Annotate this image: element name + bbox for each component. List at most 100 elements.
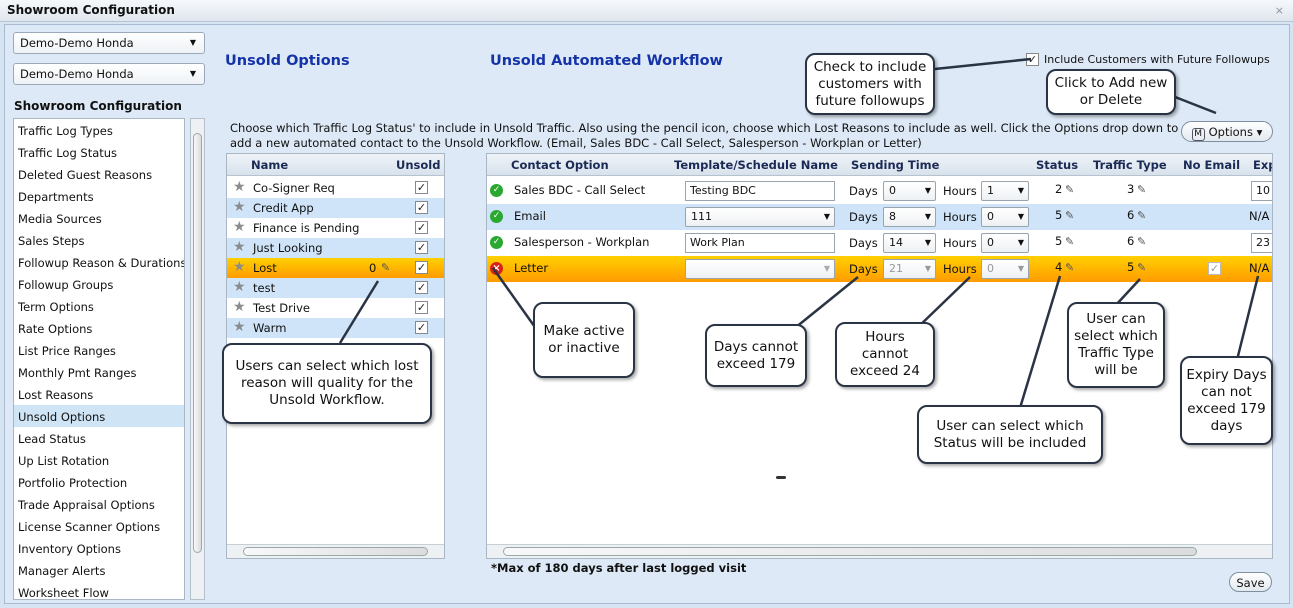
unsold-row[interactable]: ★Finance is Pending✓ <box>227 218 444 238</box>
days-select[interactable]: 0▼ <box>883 181 936 201</box>
sidebar-item[interactable]: Rate Options <box>18 322 93 336</box>
days-select[interactable]: 14▼ <box>883 233 936 253</box>
col-traffic: Traffic Type <box>1093 158 1167 172</box>
chevron-down-icon: ▼ <box>1017 264 1024 273</box>
callout-lost: Users can select which lost reason will … <box>222 343 432 424</box>
pencil-icon[interactable]: ✎ <box>1137 235 1147 248</box>
unsold-checkbox[interactable]: ✓ <box>415 301 428 314</box>
star-icon: ★ <box>233 299 246 315</box>
unsold-checkbox[interactable]: ✓ <box>415 241 428 254</box>
hours-select[interactable]: 0▼ <box>981 259 1029 279</box>
pencil-icon[interactable]: ✎ <box>1065 209 1075 222</box>
cursor-mark <box>776 476 786 479</box>
contact-option: Sales BDC - Call Select <box>514 183 646 197</box>
sidebar-item[interactable]: Lead Status <box>18 432 86 446</box>
hours-select[interactable]: 0▼ <box>981 207 1029 227</box>
pencil-icon[interactable]: ✎ <box>381 261 391 274</box>
sidebar-item[interactable]: Worksheet Flow <box>18 586 109 600</box>
sidebar-item[interactable]: Up List Rotation <box>18 454 110 468</box>
days-select[interactable]: 8▼ <box>883 207 936 227</box>
unsold-row[interactable]: ★test✓ <box>227 278 444 298</box>
template-select[interactable]: ▼ <box>685 259 835 279</box>
close-icon[interactable]: ⨯ <box>1274 4 1284 17</box>
sidebar-item[interactable]: Inventory Options <box>18 542 121 556</box>
days-select[interactable]: 21▼ <box>883 259 936 279</box>
active-icon[interactable]: ✓ <box>490 236 503 249</box>
h-scrollbar[interactable] <box>487 544 1272 558</box>
unsold-checkbox[interactable]: ✓ <box>415 181 428 194</box>
sidebar-item[interactable]: Followup Groups <box>18 278 114 292</box>
inactive-icon[interactable]: × <box>490 262 503 275</box>
scroll-thumb[interactable] <box>503 547 1197 556</box>
unsold-row[interactable]: ★Test Drive✓ <box>227 298 444 318</box>
no-email-checkbox[interactable]: ✓ <box>1208 262 1221 275</box>
sidebar-item[interactable]: Sales Steps <box>18 234 85 248</box>
unsold-checkbox[interactable]: ✓ <box>415 201 428 214</box>
unsold-checkbox[interactable]: ✓ <box>415 281 428 294</box>
status-name: test <box>253 281 276 295</box>
sidebar-item[interactable]: Lost Reasons <box>18 388 94 402</box>
dealer-select-2[interactable]: Demo-Demo Honda▼ <box>13 63 205 85</box>
sidebar-item[interactable]: Term Options <box>18 300 94 314</box>
hours-select[interactable]: 0▼ <box>981 233 1029 253</box>
hours-value: 0 <box>987 262 994 275</box>
scroll-thumb[interactable] <box>243 547 428 556</box>
hours-label: Hours <box>943 236 977 250</box>
pencil-icon[interactable]: ✎ <box>1065 261 1075 274</box>
pencil-icon[interactable]: ✎ <box>1137 261 1147 274</box>
pencil-icon[interactable]: ✎ <box>1137 209 1147 222</box>
template-select[interactable]: 111▼ <box>685 207 835 227</box>
unsold-checkbox[interactable]: ✓ <box>415 321 428 334</box>
pencil-icon[interactable]: ✎ <box>1065 183 1075 196</box>
pencil-icon[interactable]: ✎ <box>1137 183 1147 196</box>
sidebar-item[interactable]: Manager Alerts <box>18 564 106 578</box>
dealer-select-1[interactable]: Demo-Demo Honda▼ <box>13 32 205 54</box>
active-icon[interactable]: ✓ <box>490 184 503 197</box>
sidebar-item[interactable]: License Scanner Options <box>18 520 161 534</box>
sidebar-item[interactable]: List Price Ranges <box>18 344 116 358</box>
hours-select[interactable]: 1▼ <box>981 181 1029 201</box>
pencil-icon[interactable]: ✎ <box>1065 235 1075 248</box>
h-scrollbar[interactable] <box>227 544 444 558</box>
callout-future: Check to include customers with future f… <box>805 53 935 115</box>
unsold-row[interactable]: ★Credit App✓ <box>227 198 444 218</box>
dealer-select-value: Demo-Demo Honda <box>20 36 134 50</box>
traffic-count: 3 <box>1127 182 1135 196</box>
unsold-checkbox[interactable]: ✓ <box>415 221 428 234</box>
template-input[interactable]: Work Plan <box>685 233 835 253</box>
active-icon[interactable]: ✓ <box>490 210 503 223</box>
days-value: 0 <box>889 184 896 197</box>
sidebar-item[interactable]: Deleted Guest Reasons <box>18 168 153 182</box>
status-count: 4 <box>1055 260 1063 274</box>
callout-status: User can select which Status will be inc… <box>917 405 1103 464</box>
unsold-row[interactable]: ★Warm✓ <box>227 318 444 338</box>
chevron-down-icon: ▼ <box>823 264 830 273</box>
sidebar-item[interactable]: Followup Reason & Durations <box>18 256 185 270</box>
unsold-row[interactable]: ★Co-Signer Req✓ <box>227 178 444 198</box>
expiry-input[interactable]: 23 <box>1251 233 1272 253</box>
sidebar-item[interactable]: Monthly Pmt Ranges <box>18 366 137 380</box>
sidebar-item[interactable]: Departments <box>18 190 94 204</box>
sidebar-item[interactable]: Media Sources <box>18 212 102 226</box>
unsold-checkbox[interactable]: ✓ <box>415 261 428 274</box>
sidebar-item[interactable]: Unsold Options <box>14 405 184 427</box>
status-count: 5 <box>1055 234 1063 248</box>
nav-scrollbar[interactable] <box>190 118 205 600</box>
unsold-options-heading: Unsold Options <box>225 53 350 69</box>
sidebar-item[interactable]: Portfolio Protection <box>18 476 128 490</box>
scroll-thumb[interactable] <box>193 133 202 553</box>
include-future-checkbox[interactable]: ✓ <box>1026 53 1039 66</box>
sidebar-item[interactable]: Trade Appraisal Options <box>18 498 155 512</box>
dealer-select-value: Demo-Demo Honda <box>20 67 134 81</box>
save-button[interactable]: Save <box>1229 572 1272 592</box>
col-template: Template/Schedule Name <box>674 158 838 172</box>
unsold-row[interactable]: ★Just Looking✓ <box>227 238 444 258</box>
expiry-input[interactable]: 10 <box>1251 181 1272 201</box>
template-input[interactable]: Testing BDC <box>685 181 835 201</box>
status-count: 5 <box>1055 208 1063 222</box>
hours-label: Hours <box>943 262 977 276</box>
sidebar-item[interactable]: Traffic Log Status <box>18 146 118 160</box>
sidebar-item[interactable]: Traffic Log Types <box>18 124 113 138</box>
